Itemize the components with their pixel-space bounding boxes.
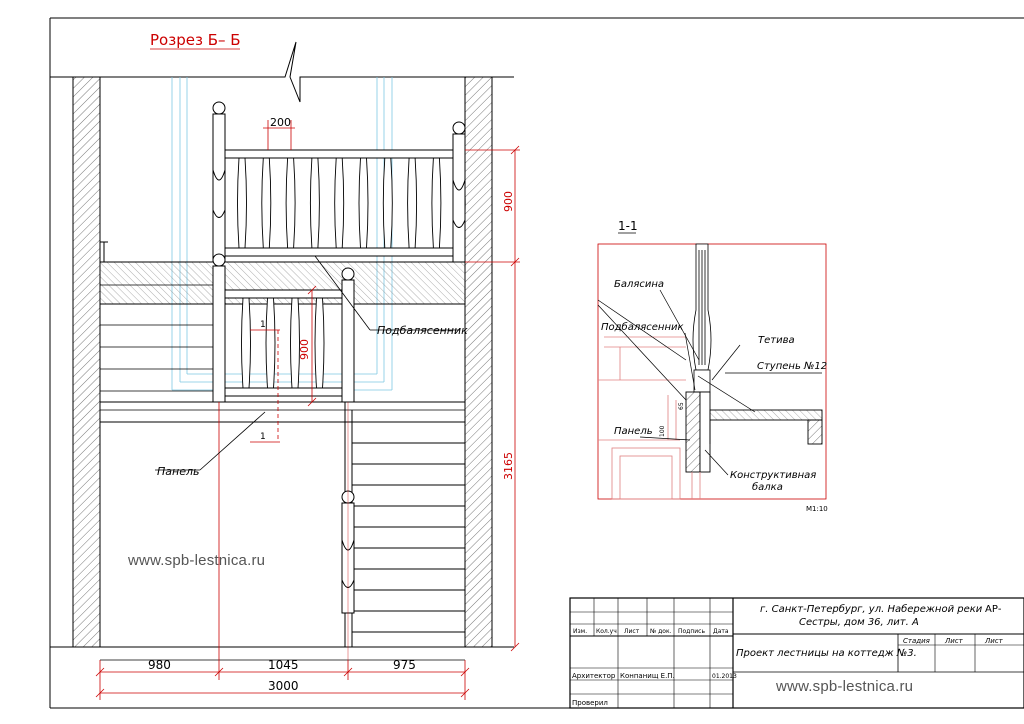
newel-post-lower-left xyxy=(212,253,226,403)
mark-1a: 1 xyxy=(260,320,266,330)
dimension-lines xyxy=(95,120,520,700)
baluster xyxy=(314,297,325,389)
label-stupen: Ступень №12 xyxy=(757,361,827,372)
newel-post-upper-left xyxy=(212,101,226,263)
label-konstr-2: балка xyxy=(752,481,783,493)
stamp-architect-name: Конпанищ Е.П. xyxy=(620,672,675,680)
detail-drawing xyxy=(597,232,827,500)
right-wall xyxy=(464,76,493,648)
leaders xyxy=(155,255,460,471)
label-detail-panel: Панель xyxy=(614,426,653,437)
stamp-header-izm: Изм. xyxy=(573,628,587,635)
left-wall xyxy=(72,76,101,648)
stamp-stadia: Стадия xyxy=(903,637,930,645)
dim-65: 65 xyxy=(678,402,685,410)
stamp-header-doc: № док. xyxy=(650,628,672,635)
stamp-listov: Лист xyxy=(984,637,1004,645)
newel-post-upper-right xyxy=(452,121,466,263)
dim-100: 100 xyxy=(659,425,666,437)
section-drawing xyxy=(50,41,520,700)
watermark-left[interactable]: www.spb-lestnica.ru xyxy=(128,552,266,569)
stamp-date: 01.2013 xyxy=(712,673,737,680)
label-panel: Панель xyxy=(157,465,200,478)
baluster xyxy=(241,297,251,389)
upper-balusters xyxy=(237,157,466,249)
dim-900-mid: 900 xyxy=(298,339,311,360)
lower-balusters xyxy=(241,297,325,389)
stamp-list: Лист xyxy=(944,637,964,645)
label-podbal: Подбалясенник xyxy=(377,324,468,337)
title-block xyxy=(569,597,1024,709)
dim-3165: 3165 xyxy=(502,452,515,480)
label-balyasina: Балясина xyxy=(614,279,664,290)
dim-980: 980 xyxy=(148,658,171,672)
baluster xyxy=(290,297,300,389)
dim-3000: 3000 xyxy=(268,679,299,693)
stamp-architect-role: Архитектор xyxy=(572,672,616,680)
stamp-address-1: г. Санкт-Петербург, ул. Набережной реки xyxy=(760,603,983,615)
newel-post-lower-right xyxy=(341,267,355,403)
baluster xyxy=(237,157,247,249)
baluster xyxy=(265,297,276,389)
detail-title: 1-1 xyxy=(618,219,638,233)
stamp-header-koluch: Кол.уч xyxy=(596,628,617,635)
baluster xyxy=(407,157,418,249)
label-detail-podbal: Подбалясенник xyxy=(601,321,684,333)
dim-1045: 1045 xyxy=(268,658,299,672)
baluster xyxy=(334,157,345,249)
stamp-header-podpis: Подпись xyxy=(678,628,705,635)
label-tetiva: Тетива xyxy=(758,335,795,346)
baluster xyxy=(431,157,442,249)
dim-900-top: 900 xyxy=(502,191,515,212)
stair-steps xyxy=(352,421,465,633)
label-konstr-1: Конструктивная xyxy=(730,470,816,481)
dim-975: 975 xyxy=(393,658,416,672)
baluster xyxy=(285,157,296,249)
stamp-code: АР- xyxy=(985,604,1002,615)
baluster xyxy=(382,157,393,249)
baluster xyxy=(309,157,320,249)
stamp-header-data: Дата xyxy=(713,628,729,635)
baluster xyxy=(261,157,272,249)
stamp-checked: Проверил xyxy=(572,699,608,707)
dim-200: 200 xyxy=(270,116,291,129)
stamp-address-2: Сестры, дом 36, лит. А xyxy=(799,617,919,628)
stamp-project: Проект лестницы на коттедж №3. xyxy=(736,648,917,659)
detail-scale: М1:10 xyxy=(806,505,828,513)
stamp-header-list: Лист xyxy=(624,628,640,635)
section-title: Розрез Б– Б xyxy=(150,31,241,49)
left-stair-lines xyxy=(100,284,213,392)
baluster xyxy=(358,157,369,249)
watermark-right[interactable]: www.spb-lestnica.ru xyxy=(776,678,914,695)
mark-1b: 1 xyxy=(260,432,266,442)
detail-frame xyxy=(597,243,827,500)
ceiling-break-line xyxy=(50,41,514,103)
